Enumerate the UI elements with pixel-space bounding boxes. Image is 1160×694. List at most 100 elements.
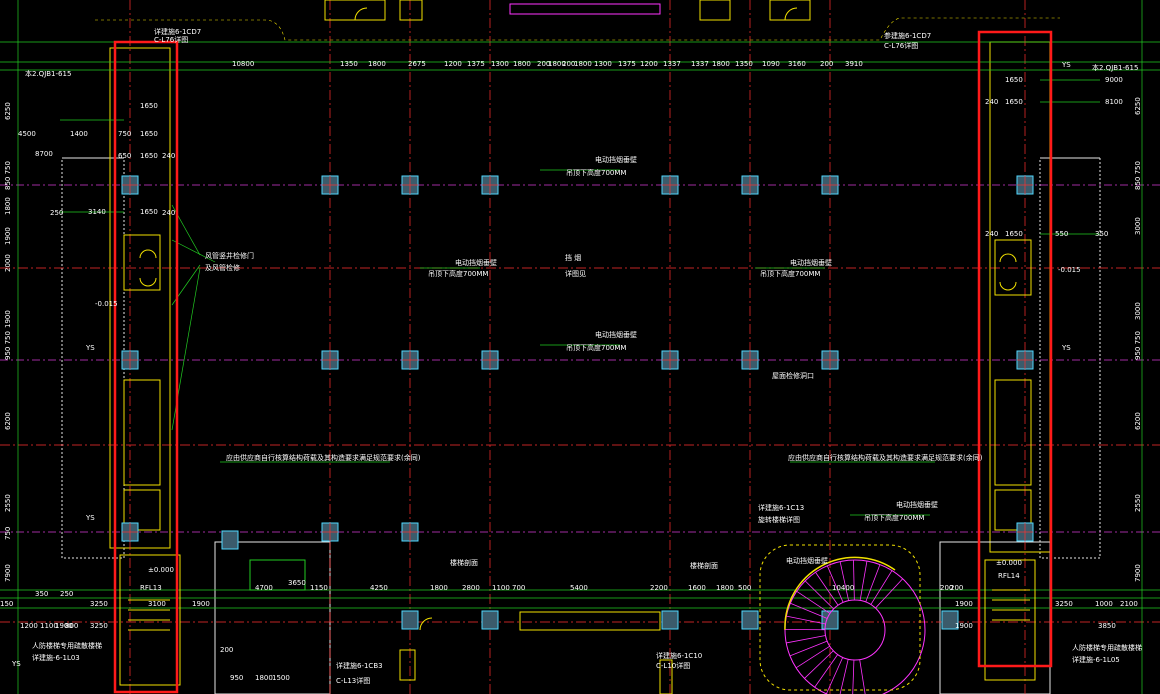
stair-tread — [853, 560, 855, 601]
bottom-dimension-label: 1900 — [192, 600, 210, 608]
axis-lines-horizontal — [0, 184, 1160, 533]
stair-tread — [786, 635, 826, 644]
stair-tread — [796, 590, 831, 614]
stair-tread — [839, 561, 850, 601]
left-dimension-label: 1650 — [140, 152, 158, 160]
stair-tread — [859, 560, 868, 601]
left-dimension-label: 240 — [162, 209, 175, 217]
left-dimension-label: 3140 — [88, 208, 106, 216]
stair-tread — [859, 659, 866, 694]
stair-tread — [865, 564, 881, 603]
note-smoke-2b: 吊顶下高度700MM — [428, 269, 488, 278]
bottom-dimension-label: 1900 — [955, 622, 973, 630]
stair-tread — [804, 650, 834, 679]
bottom-dimension-label: 1900 — [55, 622, 73, 630]
note-left-side: 风管竖井检修门 — [205, 251, 254, 260]
column — [321, 350, 339, 370]
left-dimension-label: 240 — [162, 152, 175, 160]
stair-tread — [839, 659, 849, 694]
bottom-dimension-label: 3250 — [1055, 600, 1073, 608]
bottom-dimension-label: 3250 — [90, 622, 108, 630]
column — [661, 610, 679, 630]
top-dimension-label: 1375 — [618, 60, 636, 68]
bottom-dimension-label: 3650 — [288, 579, 306, 587]
ref-left-qjb: 本2.QJB1-615 — [25, 69, 71, 78]
top-dimension-label: 10800 — [232, 60, 254, 68]
column — [321, 522, 339, 542]
note-smoke-2: 电动挡烟垂壁 — [455, 258, 497, 267]
top-dimension-label: 3910 — [845, 60, 863, 68]
annotations: 详建施6-1CD7 C-L76详图 参建施6-1CD7 C-L76详图 本2.Q… — [11, 27, 1142, 685]
column — [401, 175, 419, 195]
column — [401, 610, 419, 630]
note-smoke-1: 电动挡烟垂壁 — [595, 155, 637, 164]
top-dimension-label: 200 — [537, 60, 550, 68]
ref-top-right-2: C-L76详图 — [884, 41, 918, 50]
stair-tread — [852, 659, 855, 694]
note-center-small-2: 详图见 — [565, 269, 586, 278]
column — [1016, 175, 1034, 195]
note-smoke-4: 电动挡烟垂壁 — [595, 330, 637, 339]
top-dimension-label: 1337 — [691, 60, 709, 68]
column — [821, 175, 839, 195]
note-smoke-4b: 吊顶下高度700MM — [566, 343, 626, 352]
note-smoke-1b: 吊顶下高度700MM — [566, 168, 626, 177]
top-dimension-label: 1200 — [444, 60, 462, 68]
label-rfl14: RFL14 — [998, 572, 1020, 580]
column — [821, 350, 839, 370]
stair-left-note-2: 详建施-6-1L03 — [32, 653, 80, 662]
ref-1c13b: 旋转楼梯详图 — [758, 515, 800, 524]
top-dimension-label: 2675 — [408, 60, 426, 68]
right-dimension-label: 9000 — [1105, 76, 1123, 84]
stair-tread — [875, 578, 903, 609]
right-vertical-dimension: 2550 — [1134, 494, 1142, 512]
right-dimension-label: 240 — [985, 98, 998, 106]
ys-left-2: YS — [85, 514, 95, 522]
left-vertical-dimension: 6250 — [4, 102, 12, 120]
top-dimension-label: 1350 — [340, 60, 358, 68]
spiral-stair — [759, 544, 926, 694]
right-dimension-label: 550 — [1055, 230, 1068, 238]
left-vertical-dimension: 2000 — [4, 254, 12, 272]
note-bottom-smoke: 电动挡烟垂壁 — [786, 556, 828, 565]
bottom-dimension-label: 1200 — [20, 622, 38, 630]
ref-1cd3b: C-L13详图 — [336, 676, 370, 685]
right-dimension-label: 1650 — [1005, 230, 1023, 238]
bottom-dimension-label: 1150 — [310, 584, 328, 592]
right-vertical-dimension: 7900 — [1134, 564, 1142, 582]
top-openings — [324, 0, 811, 21]
left-dimension-label: 250 — [50, 209, 63, 217]
top-dimension-label: 1800 — [574, 60, 592, 68]
column — [1016, 522, 1034, 542]
top-dimension-label: 1800 — [368, 60, 386, 68]
stair-tread — [795, 645, 830, 669]
stair-left-note: 人防楼梯专用疏散楼梯 — [32, 641, 102, 650]
bottom-dimension-label: 800 — [65, 622, 78, 630]
stair-tread — [789, 640, 828, 657]
bottom-dimension-label: 4250 — [370, 584, 388, 592]
outer-walls — [61, 41, 1101, 694]
column — [741, 610, 759, 630]
top-dimension-label: 1300 — [491, 60, 509, 68]
ref-top-left: 详建施6-1CD7 — [154, 27, 201, 36]
axis-lines-vertical — [129, 0, 1026, 694]
stair-right-note-2: 详建施-6-1L05 — [1072, 655, 1120, 664]
left-cores — [119, 234, 181, 686]
ref-1c10b: C-L10详图 — [656, 661, 690, 670]
top-dimension-label: 1200 — [640, 60, 658, 68]
left-dimension-label: 1650 — [140, 102, 158, 110]
bottom-dimension-label: 2800 — [462, 584, 480, 592]
top-dimension-label: 1337 — [663, 60, 681, 68]
right-vertical-dimension: 950 750 — [1134, 331, 1142, 360]
note-smoke-3b: 吊顶下高度700MM — [760, 269, 820, 278]
column — [121, 350, 139, 370]
note-stair-section-1: 楼梯剖面 — [450, 558, 478, 567]
spiral-stair-treads — [784, 560, 903, 694]
bottom-dimension-label: 1800 — [255, 674, 273, 682]
bottom-dimension-label: 700 — [512, 584, 525, 592]
ref-1cd3: 详建施6-1CB3 — [336, 661, 383, 670]
left-vertical-dimension: 6200 — [4, 412, 12, 430]
bottom-dimension-label: 150 — [0, 600, 13, 608]
